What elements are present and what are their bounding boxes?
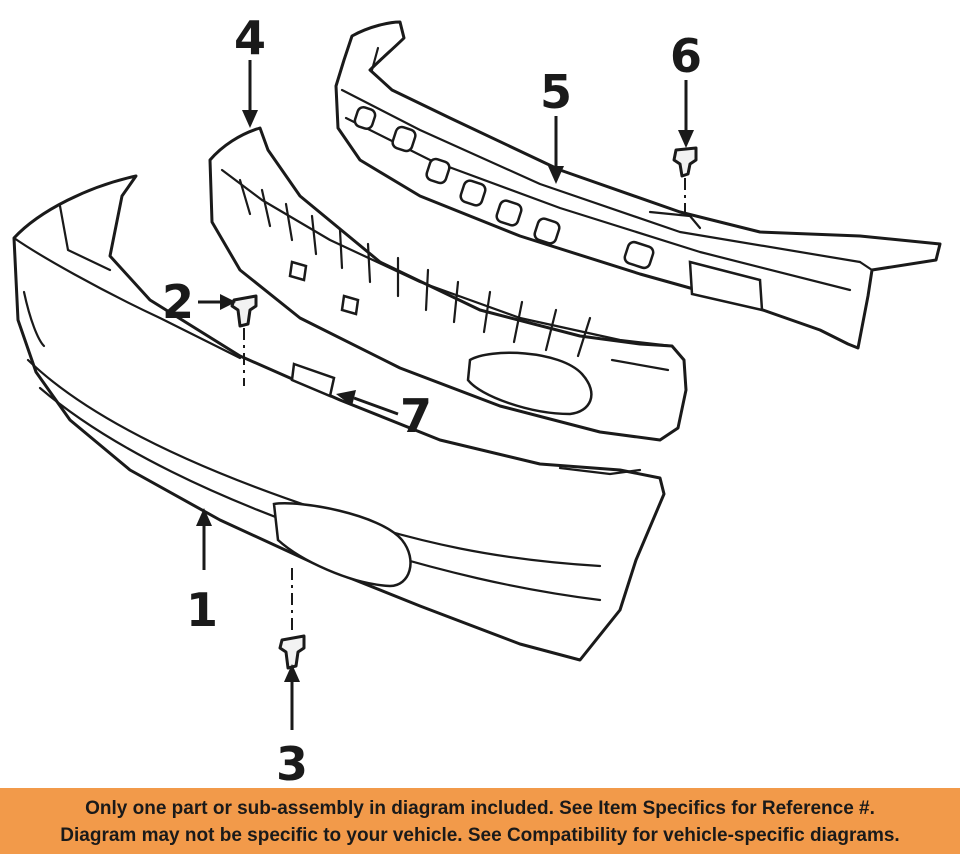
bumper-cover — [12, 174, 666, 662]
clip-fastener-2 — [230, 294, 258, 328]
leader-1 — [196, 508, 212, 570]
callout-2: 2 — [162, 275, 194, 329]
leader-4 — [242, 60, 258, 128]
reinforcement-beam — [334, 20, 942, 350]
callout-4: 4 — [234, 11, 266, 65]
leader-7 — [336, 390, 399, 416]
disclaimer-banner: Only one part or sub-assembly in diagram… — [0, 788, 960, 854]
bolt-fastener-3 — [278, 634, 306, 670]
leader-2 — [198, 294, 236, 310]
leader-3 — [284, 664, 300, 730]
callout-5: 5 — [540, 65, 572, 119]
exploded-parts-diagram: 1 2 3 4 5 6 7 — [12, 11, 942, 788]
disclaimer-line-1: Only one part or sub-assembly in diagram… — [85, 798, 875, 819]
leader-6 — [678, 80, 694, 148]
callout-3: 3 — [276, 737, 308, 788]
callout-1: 1 — [186, 583, 218, 637]
leader-5 — [548, 116, 564, 184]
callout-7: 7 — [400, 389, 432, 443]
energy-absorber — [208, 126, 688, 442]
disclaimer-line-2: Diagram may not be specific to your vehi… — [60, 825, 900, 846]
callout-6: 6 — [670, 29, 702, 83]
clip-fastener-6 — [672, 146, 698, 178]
